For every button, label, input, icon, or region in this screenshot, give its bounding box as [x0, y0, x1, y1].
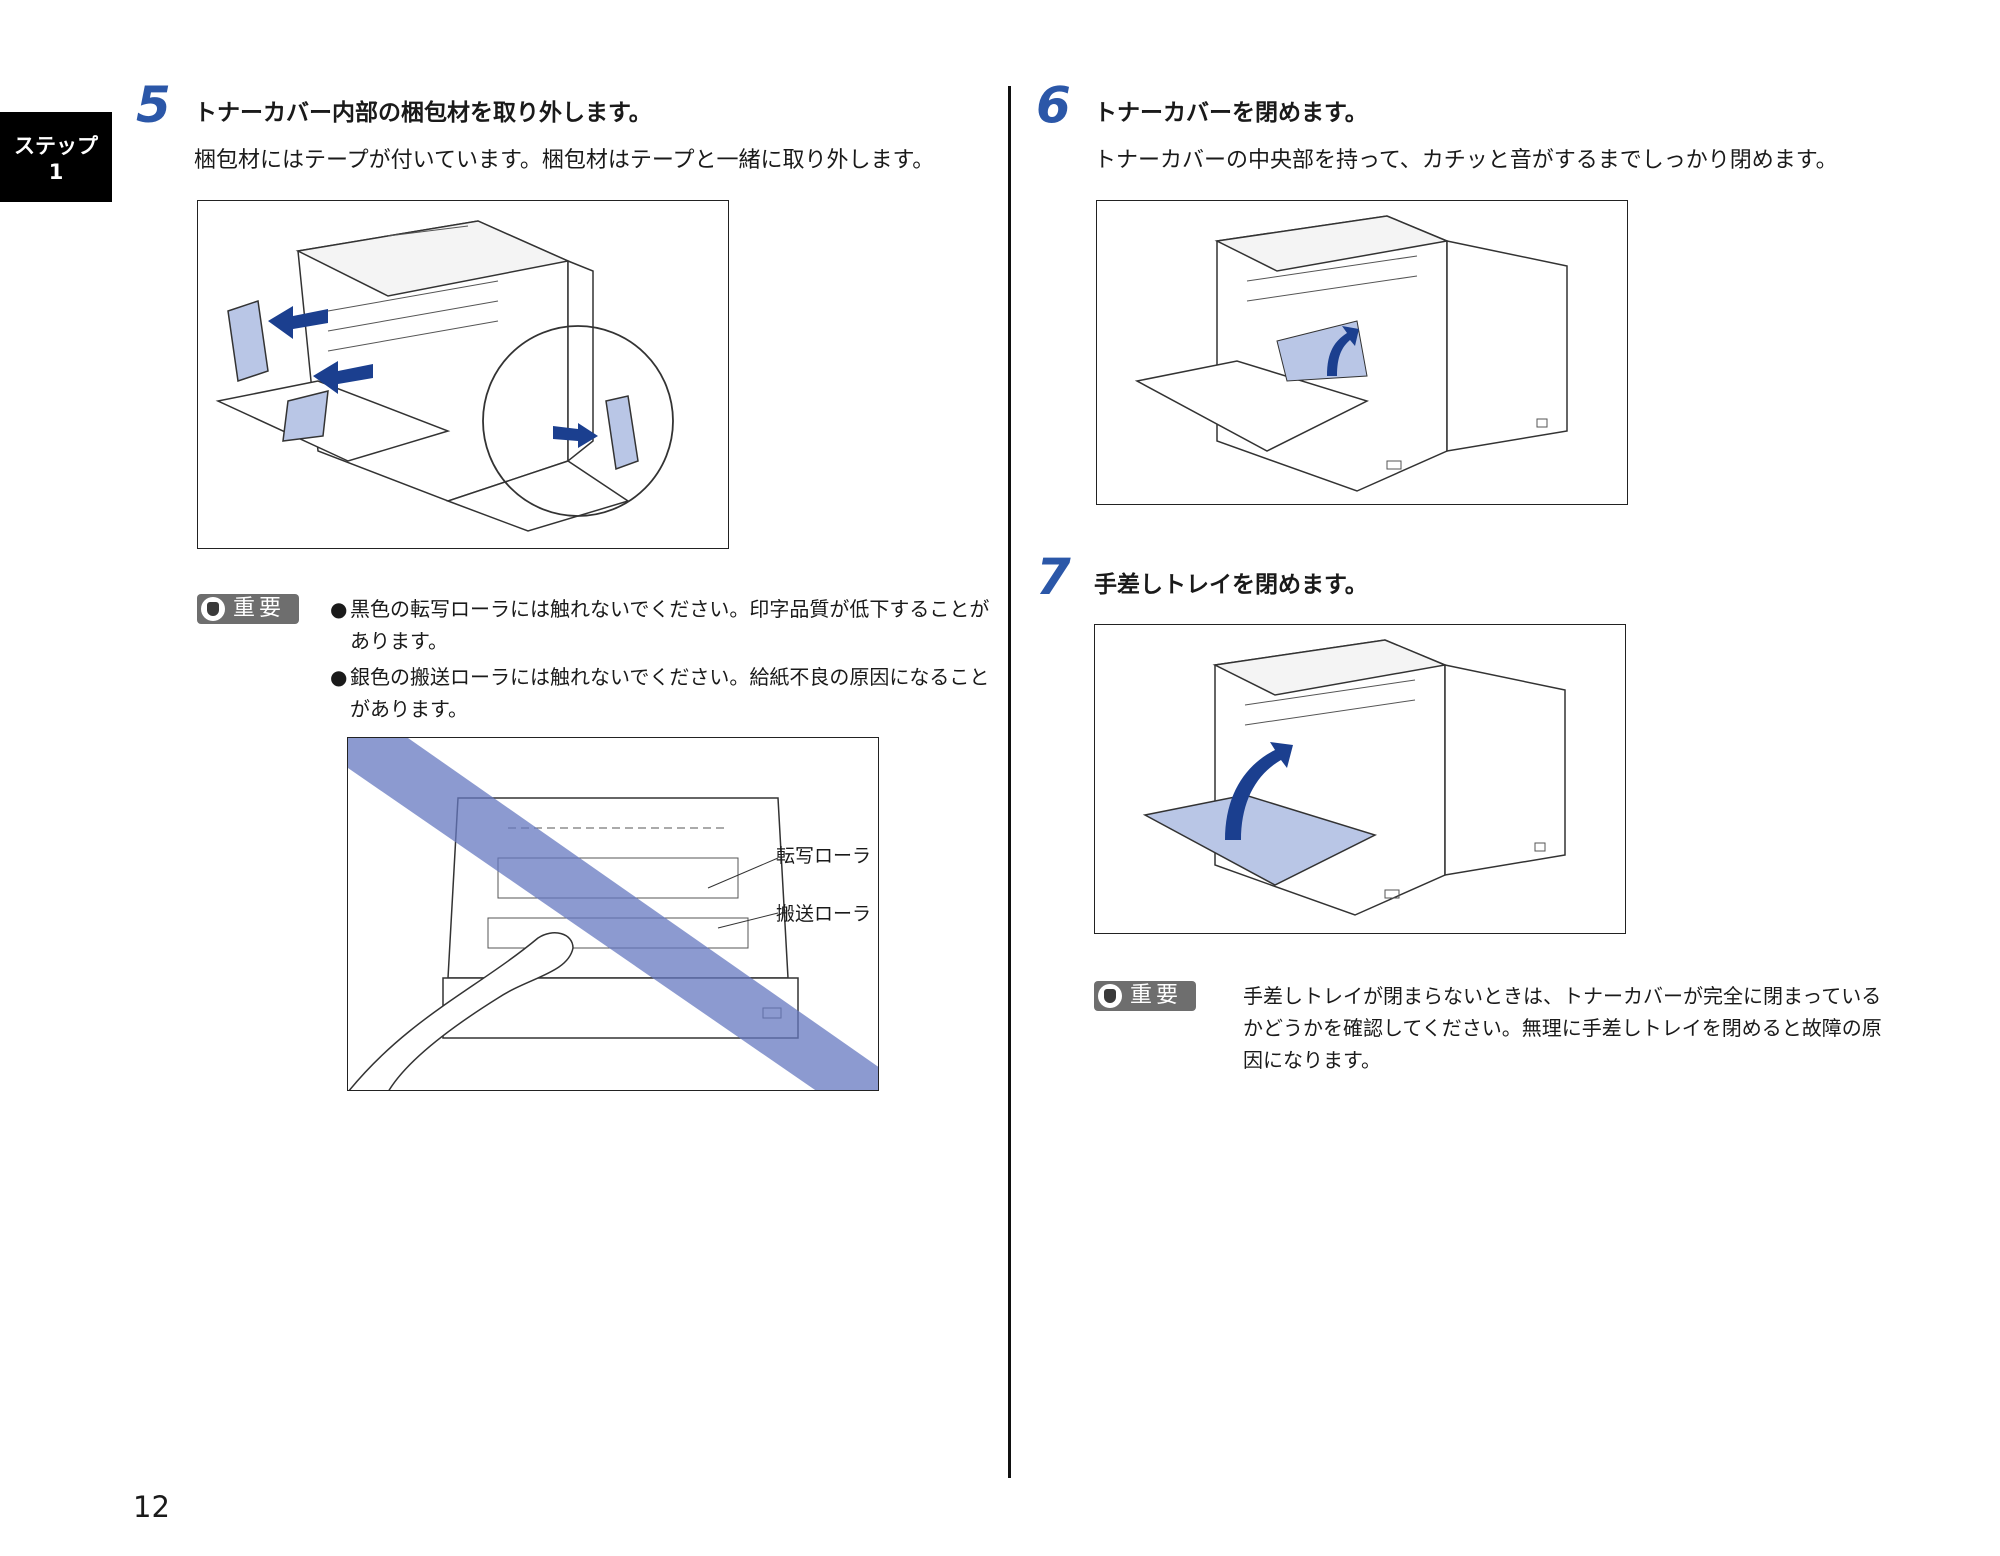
step-5-description: 梱包材にはテープが付いています。梱包材はテープと一緒に取り外します。 — [194, 148, 935, 173]
hand-stop-icon — [1098, 984, 1122, 1008]
list-item: ● 銀色の搬送ローラには触れないでください。給紙不良の原因になることがあります。 — [330, 661, 990, 725]
important-label: 重要 — [233, 596, 286, 621]
step-5-title: トナーカバー内部の梱包材を取り外します。 — [194, 100, 652, 126]
feed-roller-callout: 搬送ローラ — [776, 903, 872, 925]
step-tab-number: 1 — [48, 160, 64, 184]
step-tab-label: ステップ — [14, 134, 98, 158]
bullet-icon: ● — [330, 597, 348, 621]
column-divider — [1008, 86, 1011, 1478]
step-7-title: 手差しトレイを閉めます。 — [1094, 572, 1368, 598]
bullet-icon: ● — [330, 665, 348, 689]
step-7-note: 手差しトレイが閉まらないときは、トナーカバーが完全に閉まっているかどうかを確認し… — [1243, 984, 1882, 1072]
step-5-number: 5 — [136, 76, 171, 134]
close-manual-tray-illustration — [1142, 639, 1566, 916]
rollers-warning-figure: 転写ローラ 搬送ローラ — [347, 737, 879, 1091]
step-5-figure — [197, 200, 729, 549]
step-6-number: 6 — [1036, 76, 1071, 134]
close-toner-cover-illustration — [1134, 215, 1568, 492]
printer-packing-illustration — [215, 220, 674, 532]
step-7-number: 7 — [1036, 548, 1071, 606]
prohibition-band — [348, 738, 878, 1090]
important-badge: 重要 — [197, 594, 299, 624]
transfer-roller-callout: 転写ローラ — [776, 845, 872, 867]
bullet-text: 銀色の搬送ローラには触れないでください。給紙不良の原因になることがあります。 — [350, 665, 990, 721]
page-number: 12 — [133, 1490, 170, 1524]
step-6-title: トナーカバーを閉めます。 — [1094, 100, 1368, 126]
list-item: ● 黒色の転写ローラには触れないでください。印字品質が低下することがあります。 — [330, 593, 990, 657]
step-6-figure — [1096, 200, 1628, 505]
important-label: 重要 — [1130, 983, 1183, 1008]
hand-stop-icon — [201, 597, 225, 621]
bullet-text: 黒色の転写ローラには触れないでください。印字品質が低下することがあります。 — [350, 597, 990, 653]
step-6-description: トナーカバーの中央部を持って、カチッと音がするまでしっかり閉めます。 — [1094, 148, 1838, 173]
do-not-touch-illustration — [348, 738, 878, 1090]
important-badge: 重要 — [1094, 981, 1196, 1011]
step-7-figure — [1094, 624, 1626, 934]
step-tab: ステップ 1 — [0, 112, 112, 202]
